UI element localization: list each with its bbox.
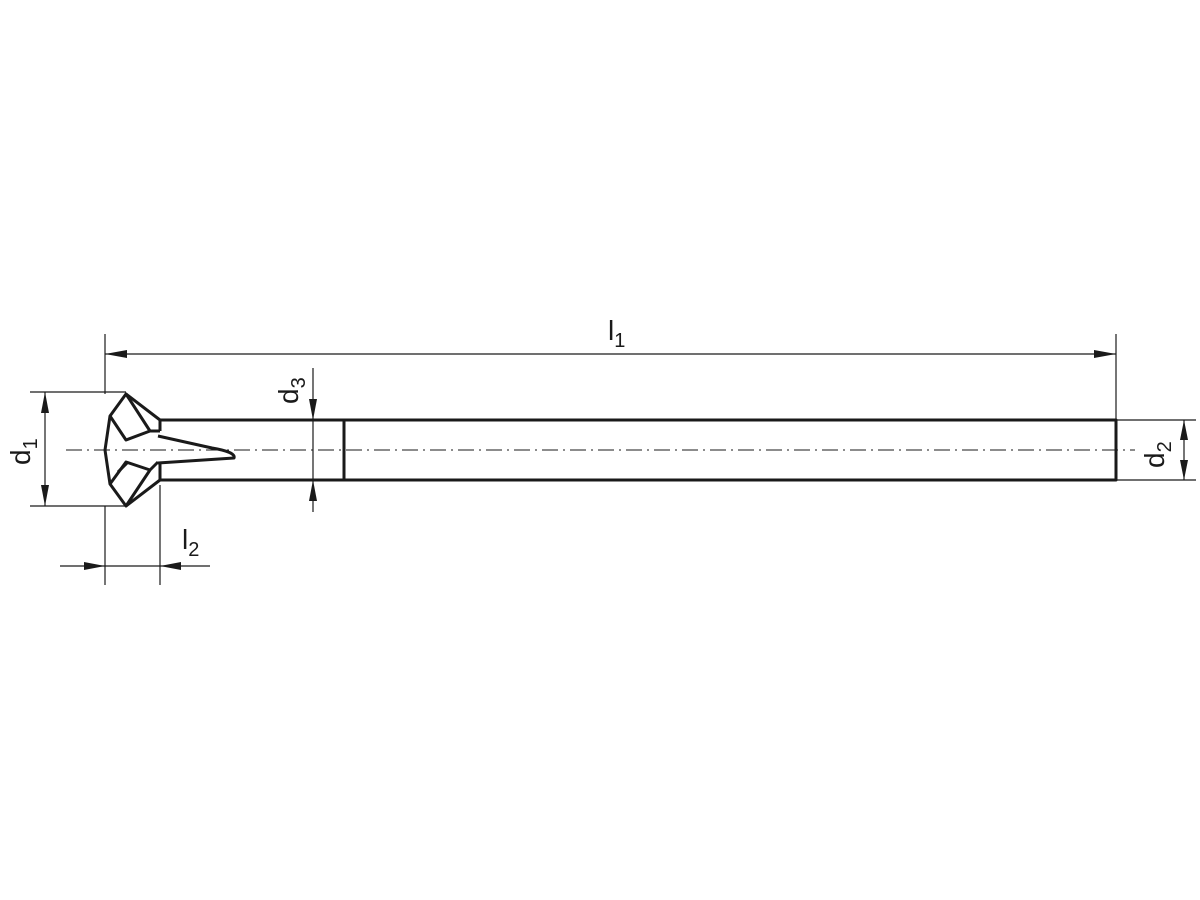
d1-arrow-top <box>41 392 49 413</box>
l1-arrow-left <box>105 350 127 358</box>
head-facet-notch <box>116 460 130 474</box>
d3-arrow-bottom <box>309 480 317 501</box>
head-facet-mid-upper <box>108 415 151 442</box>
countersink-tool <box>103 392 1118 508</box>
d1-label: d1 <box>5 438 42 465</box>
dimension-d1: d1 <box>5 391 126 507</box>
head-facet-upper <box>124 393 160 433</box>
l1-arrow-right <box>1094 350 1116 358</box>
shank-outline <box>160 418 1118 482</box>
d2-label: d2 <box>1139 441 1176 468</box>
flute <box>157 434 236 465</box>
d3-arrow-top <box>309 399 317 420</box>
d2-arrow-bottom <box>1180 460 1188 480</box>
dimension-d2: d2 <box>1116 419 1196 481</box>
l2-arrow-right <box>160 562 181 570</box>
l2-arrow-left <box>84 562 105 570</box>
d1-arrow-bottom <box>41 485 49 506</box>
d3-label: d3 <box>273 377 310 404</box>
l1-label: l1 <box>608 315 625 352</box>
dimension-l2: l2 <box>60 485 210 585</box>
d2-arrow-top <box>1180 420 1188 440</box>
l2-label: l2 <box>182 524 199 561</box>
dimension-d3: d3 <box>273 368 317 512</box>
dimension-l1: l1 <box>104 315 1117 420</box>
